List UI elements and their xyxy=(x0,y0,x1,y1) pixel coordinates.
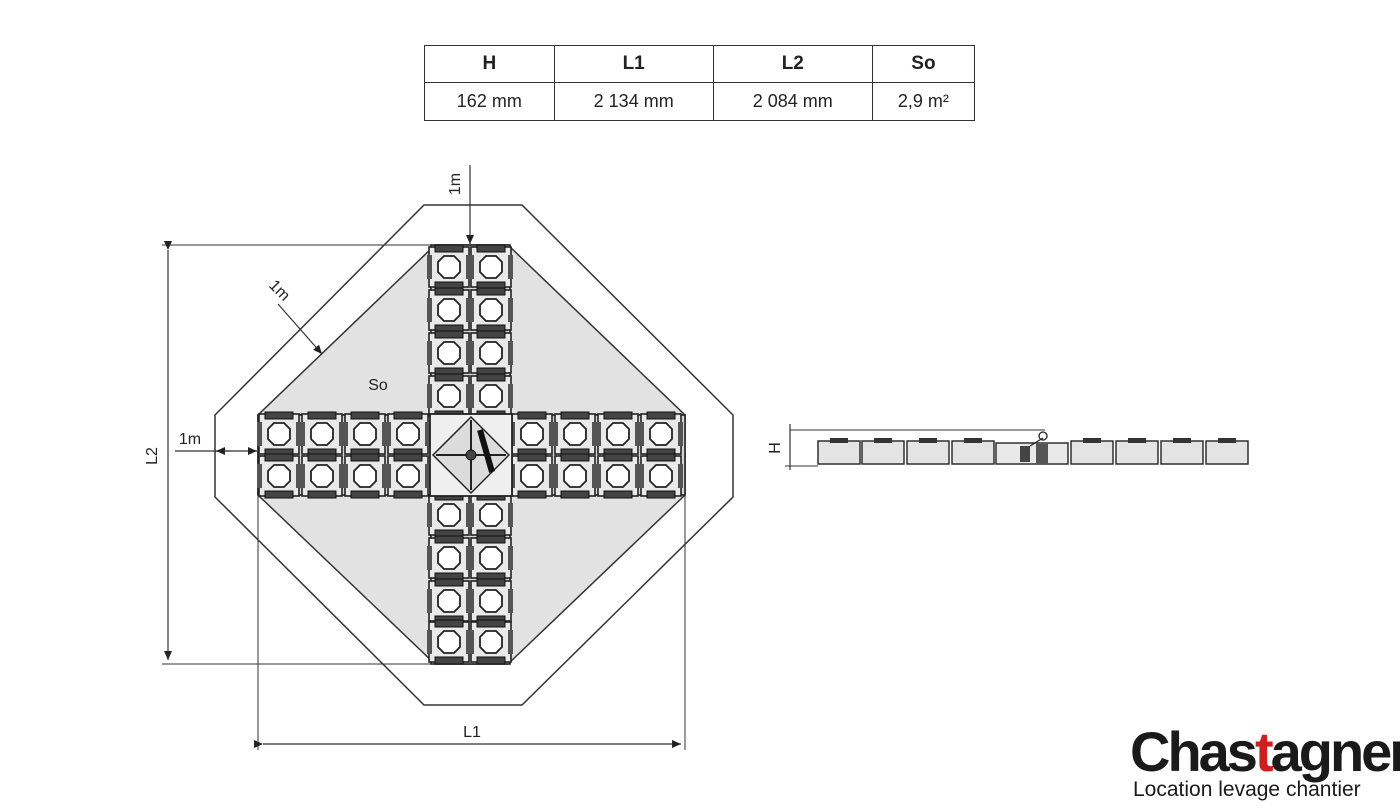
dimension-1m-left: 1m xyxy=(175,431,257,455)
label-l1: L1 xyxy=(463,724,481,741)
label-l2: L2 xyxy=(144,447,161,465)
logo-wordmark: Chastagner xyxy=(1130,722,1400,782)
header-h: H xyxy=(424,45,555,83)
label-1m-top: 1m xyxy=(447,173,464,195)
value-so: 2,9 m² xyxy=(871,82,976,121)
label-h: H xyxy=(767,442,784,454)
label-1m-left: 1m xyxy=(179,431,201,448)
spec-table-value-row: 162 mm 2 134 mm 2 084 mm 2,9 m² xyxy=(424,82,976,121)
logo-part-2: t xyxy=(1254,720,1274,783)
center-hub xyxy=(429,413,513,497)
side-view: H xyxy=(767,424,1249,470)
dimension-l1: L1 xyxy=(254,495,686,750)
label-1m-diagonal: 1m xyxy=(265,277,293,305)
spec-table: H L1 L2 So 162 mm 2 134 mm 2 084 mm 2,9 … xyxy=(424,45,976,121)
outrigger-pad-cross xyxy=(256,244,686,665)
logo-tagline: Location levage chantier xyxy=(1133,778,1361,801)
spec-table-header-row: H L1 L2 So xyxy=(424,45,976,83)
value-l2: 2 084 mm xyxy=(712,82,873,121)
logo-part-3: a xyxy=(1270,720,1302,783)
chastagner-logo: Chastagner Location levage chantier xyxy=(1130,722,1400,806)
label-so: So xyxy=(368,377,388,394)
dimension-l2: L2 xyxy=(144,241,431,665)
dimension-1m-top: 1m xyxy=(447,165,474,244)
logo-part-4: gner xyxy=(1298,720,1400,783)
side-pad-segments xyxy=(817,431,1249,465)
header-l1: L1 xyxy=(553,45,714,83)
logo-part-1: Chas xyxy=(1130,720,1258,783)
header-so: So xyxy=(871,45,976,83)
